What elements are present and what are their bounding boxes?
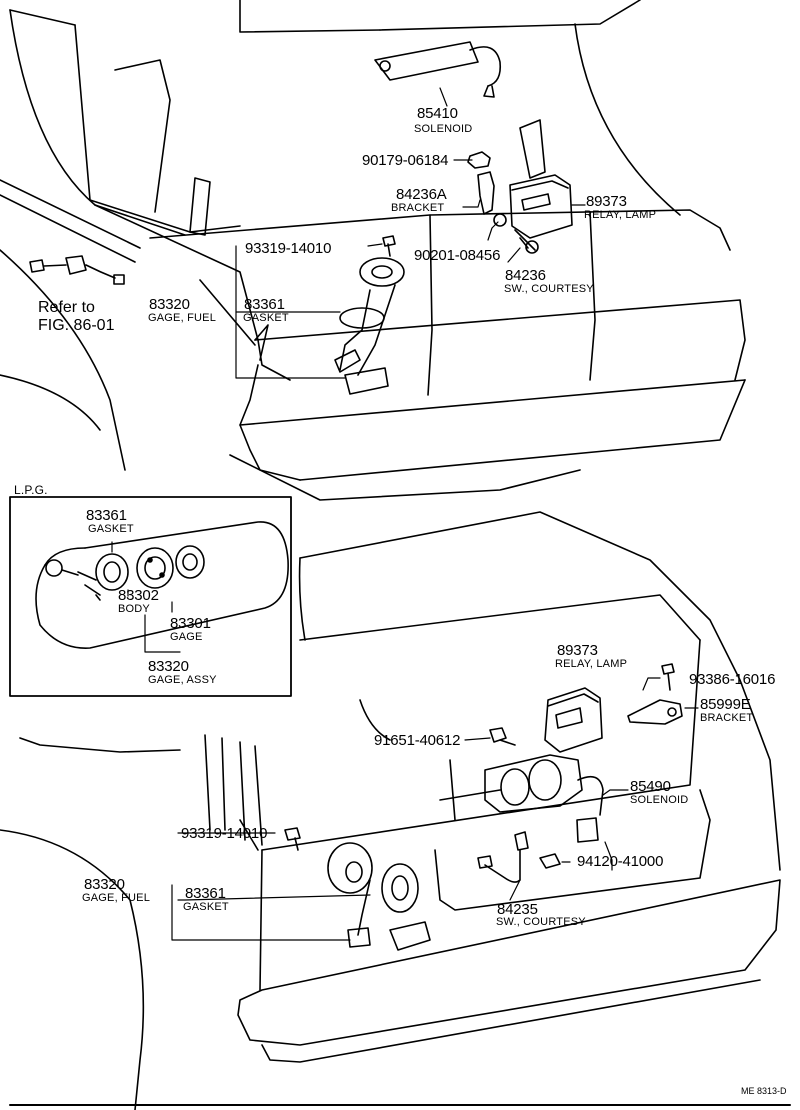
lpg-title: L.P.G. [14, 483, 48, 497]
bottom-relay-part-no: 89373 [557, 642, 598, 659]
bottom-switch-name: SW., COURTESY [496, 916, 586, 928]
bottom-bracket-icon [627, 699, 683, 725]
bottom-bracket-name: BRACKET [700, 712, 754, 724]
top-nut-part-no: 90179-06184 [362, 152, 449, 169]
lpg-leader-lines [111, 541, 181, 653]
top-screw-icon [382, 235, 396, 257]
bottom-solenoid-icon [439, 754, 604, 843]
bottom-gasket-name: GASKET [183, 901, 229, 913]
bottom-solenoid-part-no: 85490 [630, 778, 671, 795]
top-relay-part-no: 89373 [586, 193, 627, 210]
lpg-body-part-no: 83302 [118, 587, 159, 604]
top-relay-name: RELAY, LAMP [584, 209, 657, 221]
top-bracket-icon [477, 171, 495, 215]
top-relay-icon [509, 174, 573, 239]
top-screw-part-no: 93319-14010 [245, 240, 332, 257]
top-nut-icon [467, 151, 491, 169]
lpg-gage-name: GAGE [170, 631, 203, 643]
top-vehicle-body [0, 0, 746, 501]
bottom-nut-icon [539, 853, 561, 869]
bottom-bolt-icon [489, 727, 516, 746]
top-bracket-part-no: 84236A [396, 186, 447, 203]
top-gasket-name: GASKET [243, 312, 289, 324]
bottom-gasket-part-no: 83361 [185, 885, 226, 902]
lpg-gage-assy-name: GAGE, ASSY [148, 674, 217, 686]
bottom-gage-name: GAGE, FUEL [82, 892, 151, 904]
top-courtesy-switch-icon [493, 213, 539, 254]
top-switch-part-no: 84236 [505, 267, 546, 284]
bottom-vehicle-body [0, 511, 781, 1110]
lpg-gasket-name: GASKET [88, 523, 134, 535]
lpg-gasket-part-no: 83361 [86, 507, 127, 524]
lpg-gage-assy-part-no: 83320 [148, 658, 189, 675]
top-leader-lines [235, 87, 586, 379]
top-solenoid-name: SOLENOID [414, 123, 473, 135]
bottom-bolt-part-no: 91651-40612 [374, 732, 461, 749]
bottom-courtesy-switch-icon [477, 831, 529, 883]
bottom-relay-icon [544, 687, 603, 753]
bottom-bracket-part-no: 85999E [700, 696, 751, 713]
top-switch-name: SW., COURTESY [504, 283, 594, 295]
top-washer-part-no: 90201-08456 [414, 247, 501, 264]
top-solenoid-icon [374, 41, 502, 98]
top-gasket-part-no: 83361 [244, 296, 285, 313]
top-sender-unit-icon [29, 255, 125, 285]
bottom-nut-part-no: 94120-41000 [577, 853, 664, 870]
bottom-gage-part-no: 83320 [84, 876, 125, 893]
top-bracket-name: BRACKET [391, 202, 445, 214]
diagram-code: ME 8313-D [741, 1086, 787, 1096]
bottom-fuel-gage-icon [327, 842, 431, 951]
bottom-screw-a-part-no: 93386-16016 [689, 671, 776, 688]
top-refer-line1: Refer to [38, 299, 95, 316]
bottom-switch-part-no: 84235 [497, 901, 538, 918]
lpg-body-name: BODY [118, 603, 150, 615]
top-gage-name: GAGE, FUEL [148, 312, 217, 324]
lpg-inset-box [9, 496, 292, 697]
top-refer-line2: FIG. 86-01 [38, 317, 115, 334]
top-tape-strips [189, 119, 546, 236]
top-gage-part-no: 83320 [149, 296, 190, 313]
lpg-gage-part-no: 83301 [170, 615, 211, 632]
bottom-relay-name: RELAY, LAMP [555, 658, 628, 670]
bottom-screw-b-part-no: 93319-14010 [181, 825, 268, 842]
bottom-leader-lines [171, 677, 699, 941]
bottom-solenoid-name: SOLENOID [630, 794, 689, 806]
top-fuel-gage-icon [334, 257, 405, 395]
top-solenoid-part-no: 85410 [417, 105, 458, 122]
bottom-screw-icon [661, 663, 675, 691]
bottom-screw-icon-2 [284, 827, 301, 851]
